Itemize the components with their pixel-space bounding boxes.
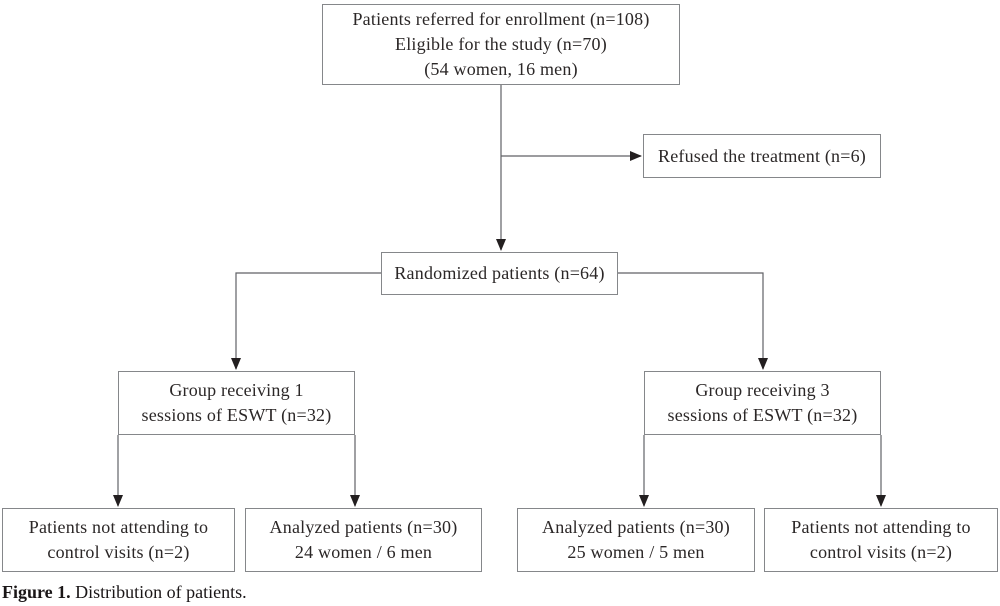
box-analyzed-right: Analyzed patients (n=30) 25 women / 5 me… [517,508,755,572]
referred-line3: (54 women, 16 men) [424,59,578,79]
referred-line1: Patients referred for enrollment (n=108) [352,9,650,29]
randomized-line1: Randomized patients (n=64) [394,263,605,283]
box-not-attending-left: Patients not attending to control visits… [2,508,235,572]
group1-line2: sessions of ESWT (n=32) [141,405,332,425]
not-attending-right-line2: control visits (n=2) [809,542,953,562]
analyzed-left-line2: 24 women / 6 men [294,542,433,562]
box-analyzed-left: Analyzed patients (n=30) 24 women / 6 me… [245,508,482,572]
refused-line1: Refused the treatment (n=6) [658,145,866,166]
box-refused-treatment: Refused the treatment (n=6) [643,134,881,178]
box-group-1-session: Group receiving 1 sessions of ESWT (n=32… [118,371,355,435]
box-not-attending-right: Patients not attending to control visits… [764,508,998,572]
analyzed-left-line1: Analyzed patients (n=30) [269,517,458,537]
connector-randomized-to-group3 [618,272,768,370]
figure-caption-text: Distribution of patients. [70,582,247,602]
referred-line2: Eligible for the study (n=70) [395,34,607,54]
box-randomized-patients: Randomized patients (n=64) [381,252,618,295]
not-attending-left-line2: control visits (n=2) [47,542,190,562]
group3-line2: sessions of ESWT (n=32) [667,405,858,425]
figure-caption: Figure 1. Distribution of patients. [2,582,247,603]
not-attending-left-line1: Patients not attending to [28,517,209,537]
figure-caption-label: Figure 1. [2,582,71,602]
connector-randomized-to-group1 [231,272,381,370]
analyzed-right-line2: 25 women / 5 men [567,542,705,562]
analyzed-right-line1: Analyzed patients (n=30) [542,517,730,537]
box-group-3-sessions: Group receiving 3 sessions of ESWT (n=32… [644,371,881,435]
not-attending-right-line1: Patients not attending to [791,517,971,537]
group3-line1: Group receiving 3 [695,380,830,400]
box-referred-enrollment: Patients referred for enrollment (n=108)… [322,4,680,85]
group1-line1: Group receiving 1 [169,380,304,400]
